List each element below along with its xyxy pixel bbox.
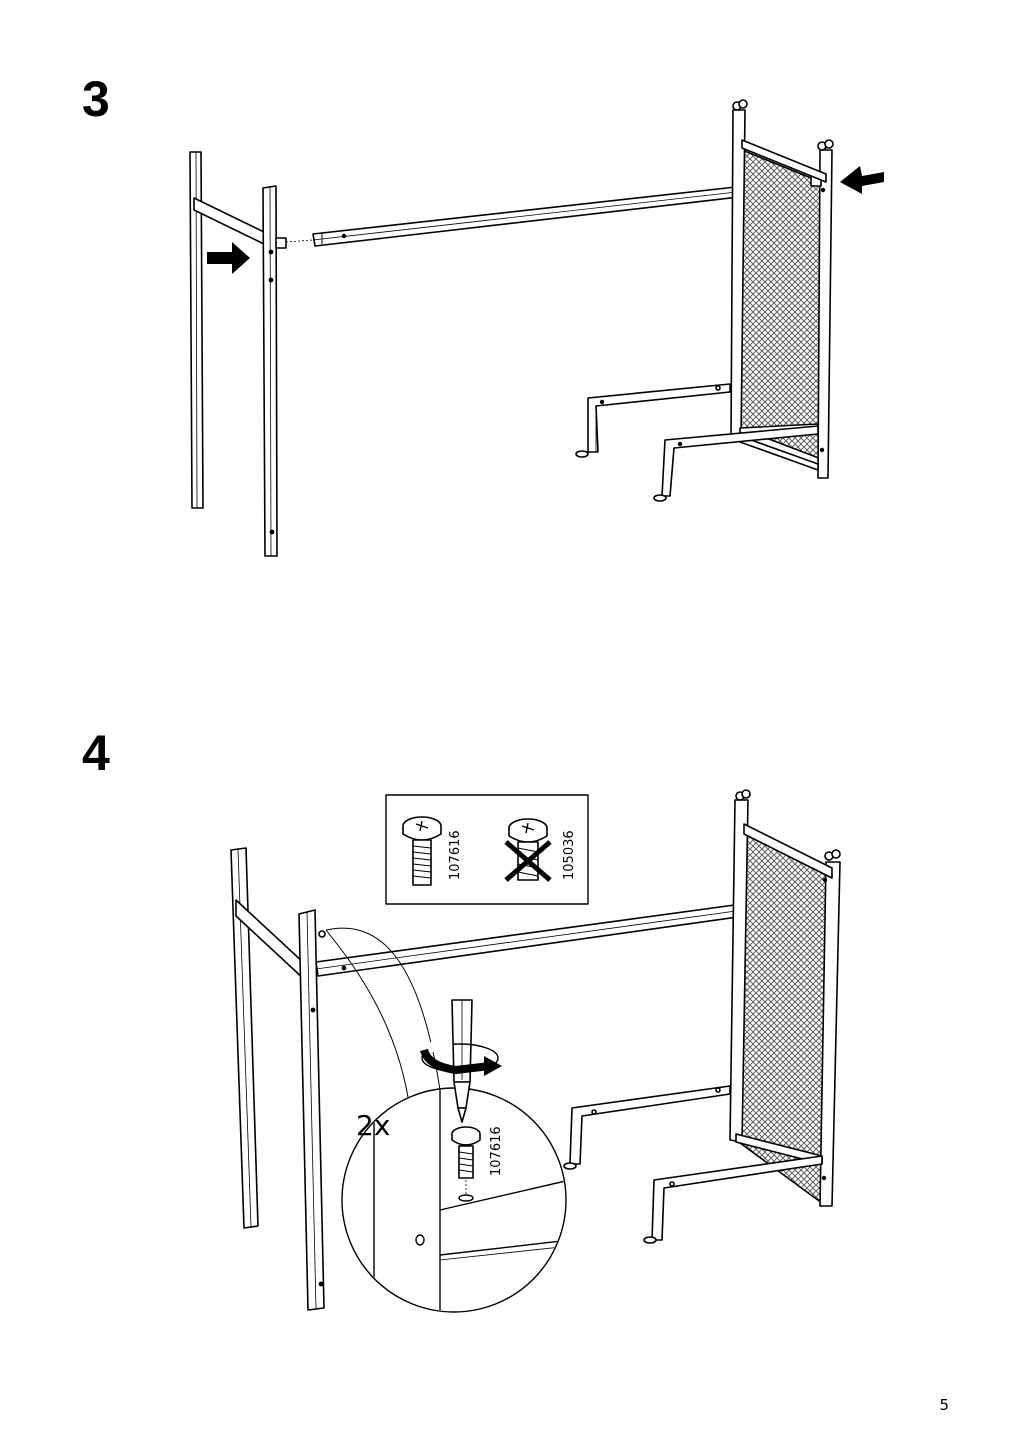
rotate-clockwise-icon: [419, 1037, 502, 1076]
top-rail: [312, 183, 766, 247]
step-4-illustration: 2x: [230, 789, 841, 1313]
page-number: 5: [939, 1396, 949, 1414]
screw-quantity-label: 2x: [356, 1109, 390, 1142]
right-mesh-frame: [575, 99, 834, 502]
insert-arrow-left-icon: [207, 242, 250, 274]
crossed-out-screw-icon: [504, 818, 552, 882]
detail-zoom-circle: [341, 1087, 567, 1313]
left-front-post: [262, 185, 287, 557]
step-4-number: 4: [82, 725, 110, 781]
detail-screw-icon: [451, 1126, 481, 1196]
pan-head-screw-icon: [402, 816, 442, 886]
hardware-callout: [385, 794, 589, 905]
left-side-crossbar: [193, 197, 265, 245]
step-3-number: 3: [82, 71, 110, 127]
left-back-post-4: [230, 847, 259, 1229]
step-3-illustration: [189, 99, 884, 557]
insert-arrow-right-icon: [840, 166, 884, 194]
callout-wrong-part-number: 105036: [562, 830, 577, 880]
right-mesh-frame-4: [563, 789, 841, 1244]
screwdriver-icon: [451, 999, 473, 1123]
callout-correct-part-number: 107616: [448, 830, 463, 880]
left-front-post-4: [298, 909, 326, 1311]
detail-part-number: 107616: [489, 1126, 504, 1176]
